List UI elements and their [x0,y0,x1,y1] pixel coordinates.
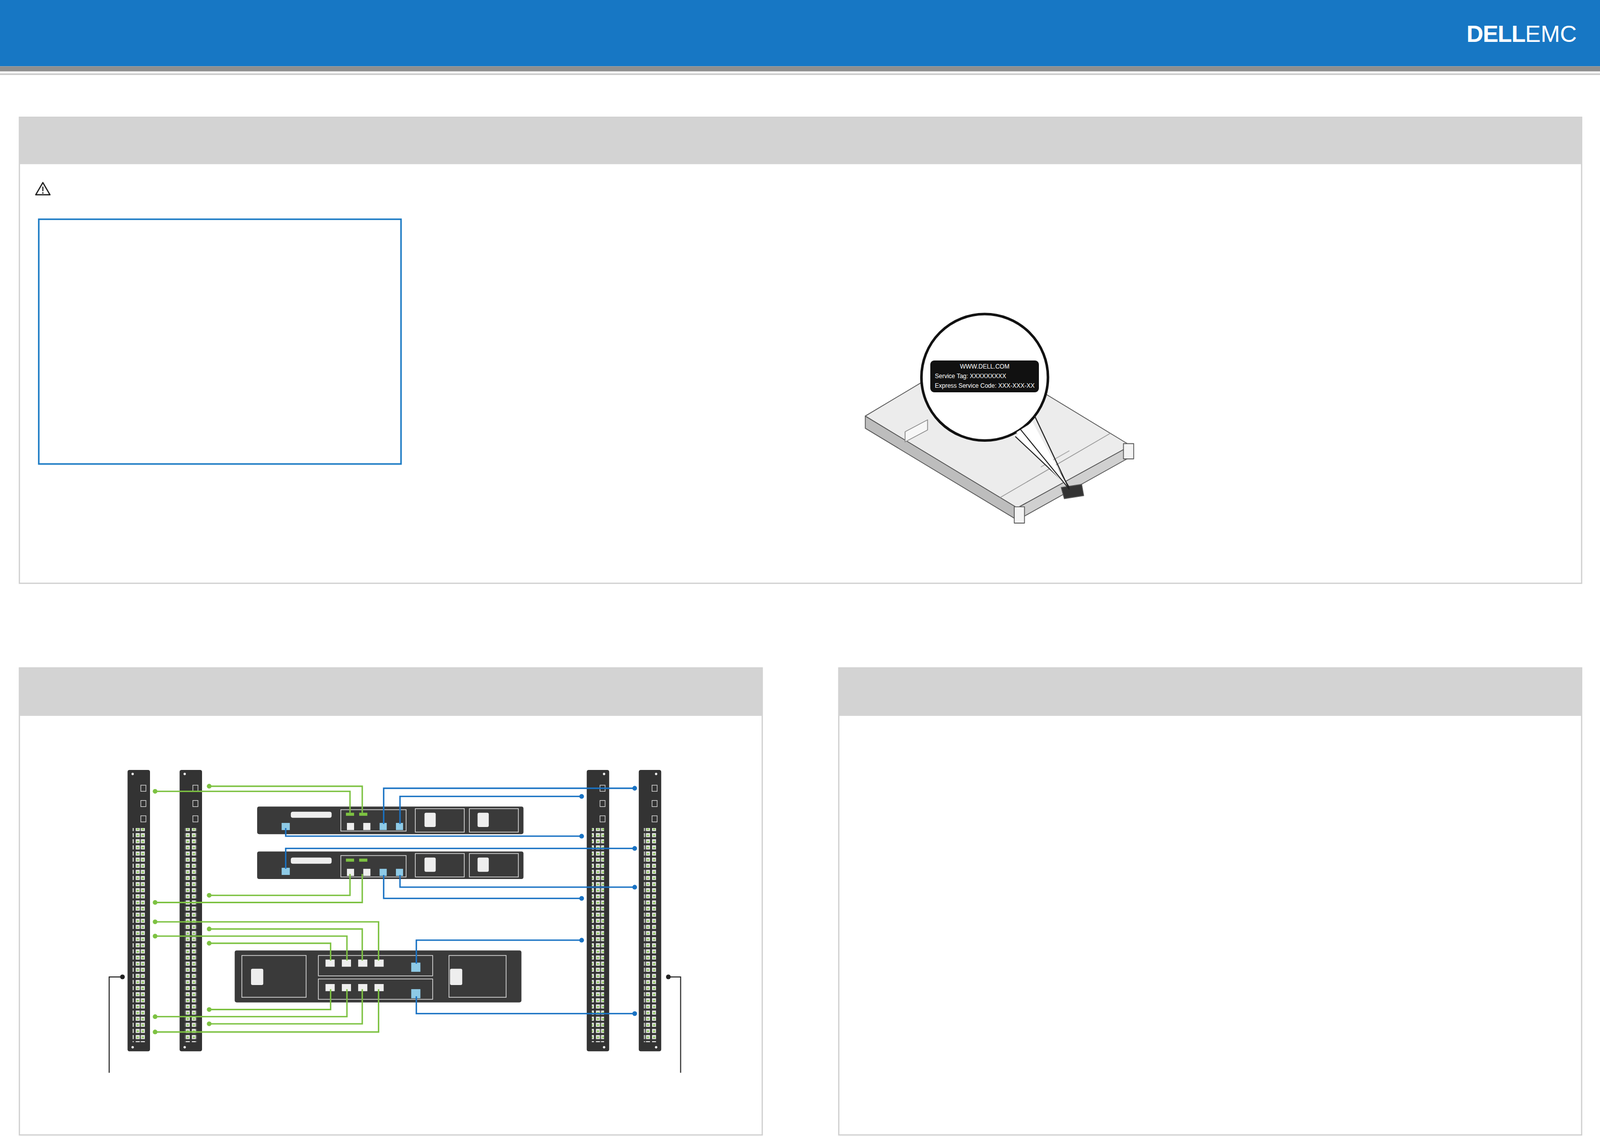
panel [838,668,1582,1136]
panel-header [838,668,1582,717]
header-rule [0,66,1600,72]
network-cable [155,786,379,1033]
note-box [38,219,402,465]
label-field: Service Tag: XXXXXXXXX [934,371,1035,382]
service-tag-label: WWW.DELL.COMService Tag: XXXXXXXXXExpres… [930,360,1039,393]
warning-icon [35,182,50,195]
header-rule [0,73,1600,75]
network-cable [285,788,635,1014]
header-band [0,0,1600,67]
panel [19,668,763,1136]
brand-logo: DELLEMC [1466,20,1577,48]
logo-text: EMC [1525,20,1577,48]
label-url: WWW.DELL.COM [934,362,1035,372]
panel-header [19,117,1582,165]
network-switch [127,770,662,1052]
server-rear [257,807,524,880]
label-field: Express Service Code: XXX-XXX-XX [934,381,1035,391]
panel [19,117,1582,584]
panel-header [19,668,763,717]
callout-magnifier [921,314,1070,490]
logo-text: DELL [1466,20,1526,48]
bracket-line [109,977,681,1074]
